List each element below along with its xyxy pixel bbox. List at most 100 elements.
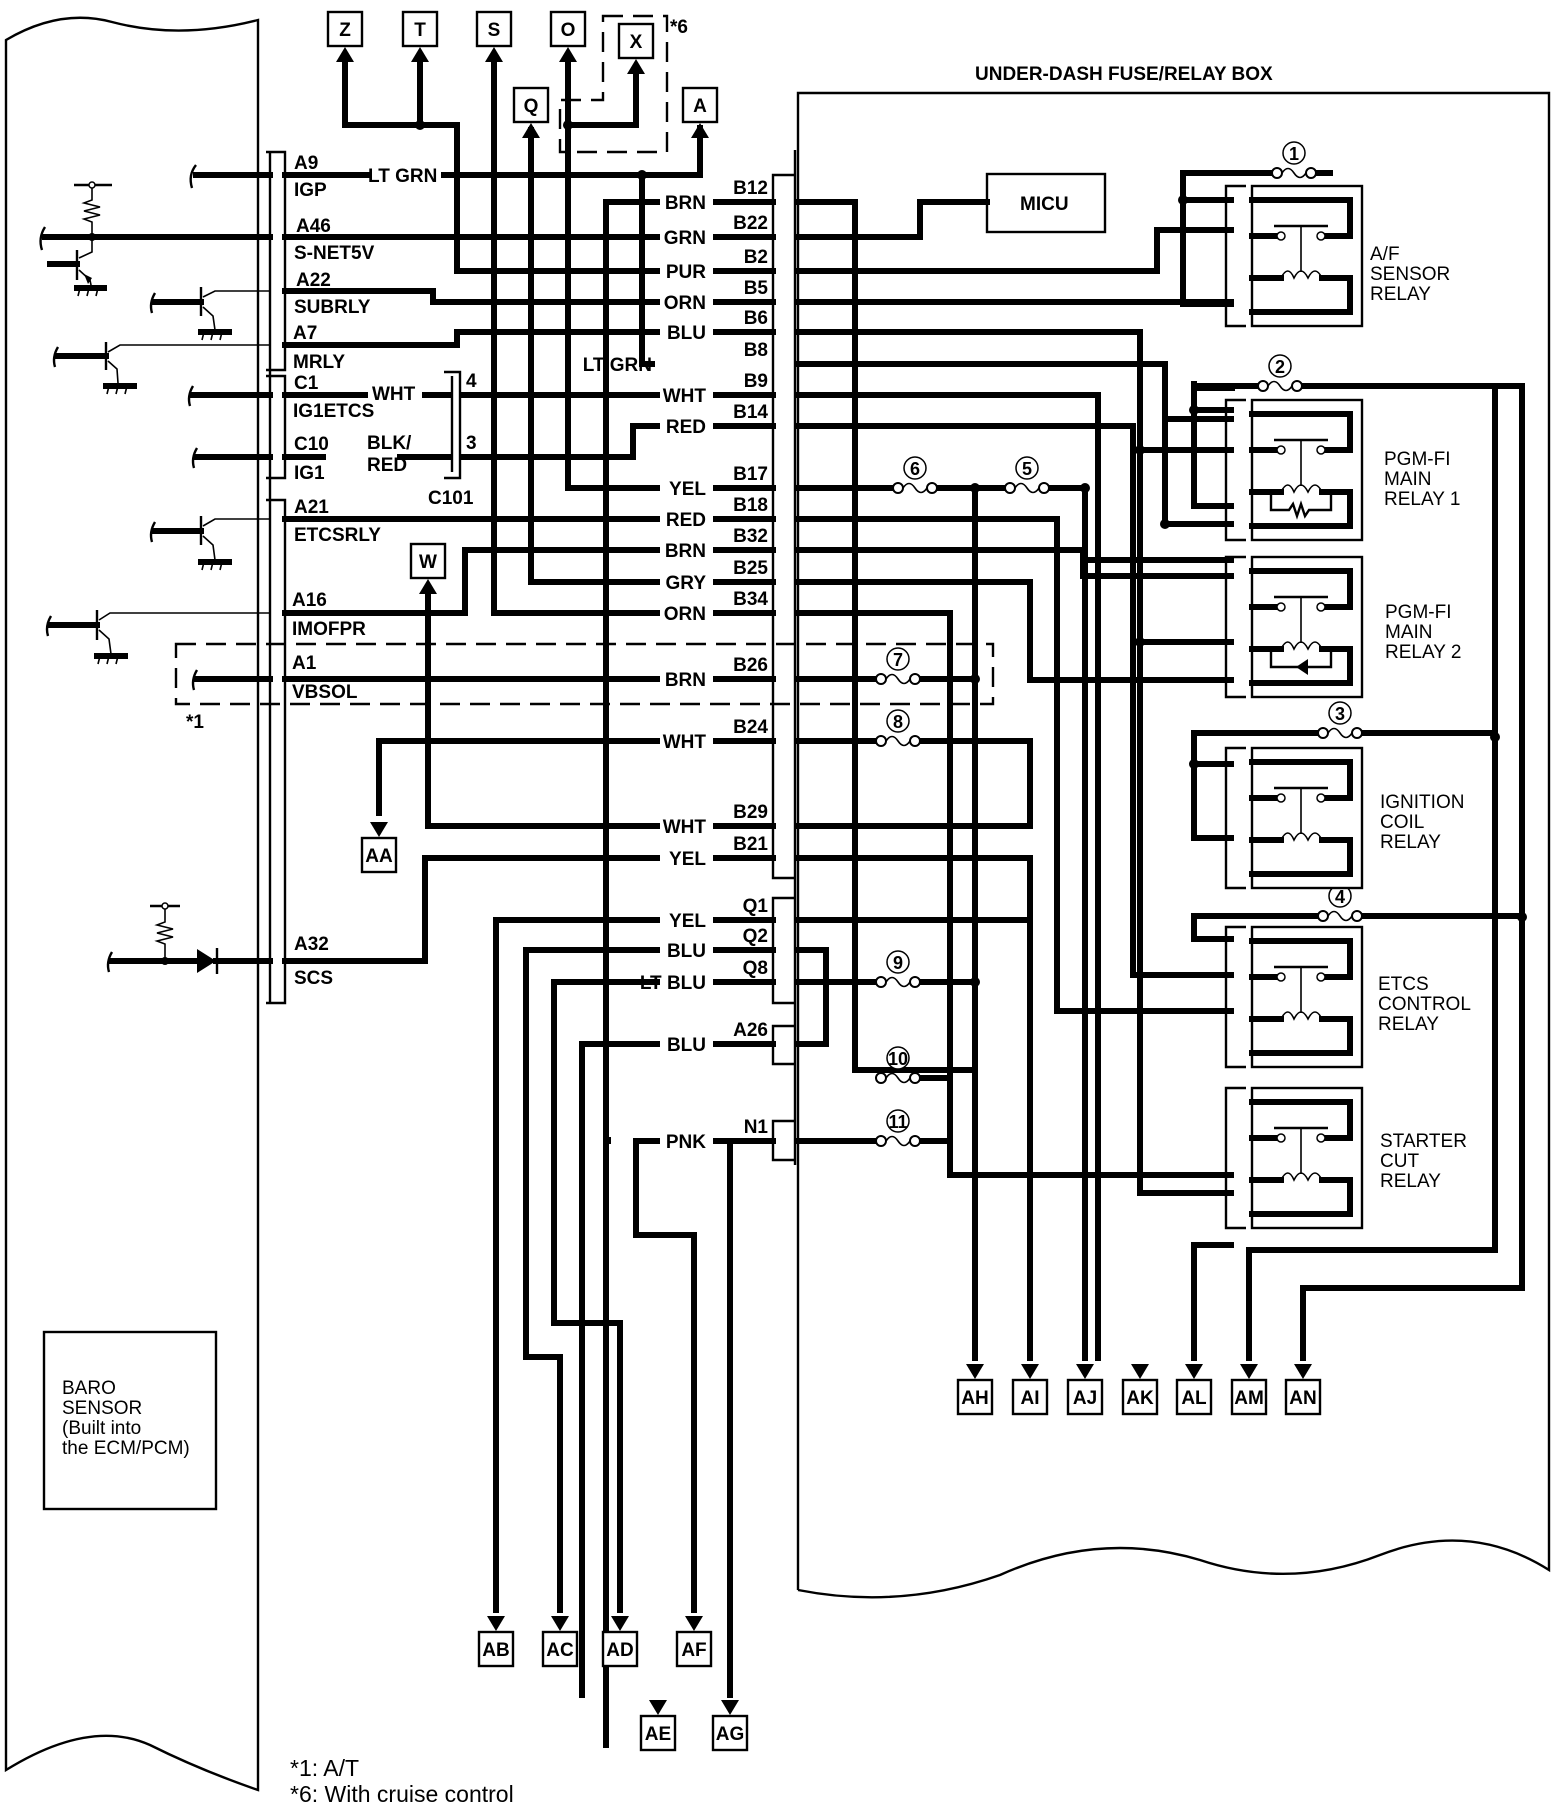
connector-box [549, 10, 587, 48]
arrow-icon [1185, 1364, 1203, 1379]
svg-text:RED: RED [367, 455, 407, 476]
relay-coil-wire [1249, 1177, 1353, 1217]
fuse-number-circle [886, 950, 910, 974]
fuse-terminal [1038, 482, 1050, 494]
pin-label: B9 [744, 371, 768, 392]
connector-ai: AI [1011, 1364, 1049, 1416]
connector-box [681, 86, 719, 124]
wire-color-label: RED [666, 417, 706, 438]
fuse-terminal [1305, 167, 1317, 179]
connector-box [477, 1630, 515, 1668]
fuse-4: 4 [1317, 884, 1363, 922]
connector-s: S [475, 10, 513, 62]
relay-label: RELAY [1378, 1014, 1439, 1035]
svg-text:C101: C101 [428, 488, 474, 509]
connector-label: AB [482, 1640, 509, 1661]
fusebox-pin-labels: B12B22B2B5B6B8B9B14B17B18B32B25B34B26B24… [733, 178, 768, 1138]
arrow-icon [485, 47, 503, 62]
fuse-number: 8 [893, 712, 903, 732]
wire-color-label: BRN [665, 541, 706, 562]
cruise-control-group [558, 14, 669, 154]
wire-color-label: WHT [663, 386, 707, 407]
wire-color-label: PUR [666, 262, 706, 283]
connector-label: AL [1181, 1388, 1207, 1409]
arrow-icon [1076, 1364, 1094, 1379]
pin-label: B17 [733, 464, 768, 485]
baro-line-2: SENSOR [62, 1398, 142, 1419]
pin-label: B6 [744, 308, 768, 329]
svg-text:A32: A32 [294, 934, 329, 955]
relay-body [1250, 184, 1364, 328]
relay-contact-wire [1249, 197, 1353, 239]
fuse-number-circle [886, 709, 910, 733]
fuse-11: 11 [875, 1109, 921, 1147]
connector-box [601, 1630, 639, 1668]
connector-aa: AA [360, 822, 398, 874]
connector-ak: AK [1121, 1364, 1159, 1416]
fuse-element [885, 1072, 911, 1084]
arrow-icon [559, 47, 577, 62]
pin-label: B14 [733, 402, 768, 423]
pin-label: B26 [733, 655, 768, 676]
ecm-internal-circuits [39, 164, 273, 974]
relay-contact [1276, 602, 1286, 612]
connector-box [711, 1714, 749, 1752]
svg-text:A46: A46 [296, 216, 331, 237]
fuse-number-circle [886, 647, 910, 671]
relay-contact-wire [1249, 568, 1353, 610]
micu-label: MICU [1020, 194, 1069, 215]
connector-ae: AE [639, 1700, 677, 1752]
fuse-terminal [875, 1072, 887, 1084]
pin-label: B18 [733, 495, 768, 516]
fuse-terminal [1317, 910, 1329, 922]
fuse-terminal [909, 673, 921, 685]
fuse-2: 2 [1257, 354, 1303, 392]
relay-contact [1316, 793, 1326, 803]
fusebox-connectors [771, 150, 797, 1165]
connector-box [675, 1630, 713, 1668]
relay-contact [1316, 602, 1326, 612]
connector-box [1230, 1378, 1268, 1416]
ecm-connector-a-upper [266, 150, 287, 372]
arrow-icon [685, 1616, 703, 1631]
relay-contact [1316, 445, 1326, 455]
connector-label: O [561, 20, 576, 41]
wire-color-label: YEL [669, 849, 706, 870]
at-group [174, 642, 995, 706]
relay-coil-wire [1249, 489, 1353, 529]
fuse-element [1327, 910, 1353, 922]
relay-body [1250, 398, 1364, 542]
fuse-element [1014, 482, 1040, 494]
fuse-1: 1 [1271, 141, 1317, 179]
arrow-icon [611, 1616, 629, 1631]
connector-label: AM [1234, 1388, 1264, 1409]
connector-box [1066, 1378, 1104, 1416]
connector-label: Q [524, 96, 539, 117]
relay-coil [1280, 484, 1323, 494]
fuse-terminal [909, 976, 921, 988]
c101-connector: 4 3 C101 [428, 370, 477, 509]
relay-contact [1316, 972, 1326, 982]
fuse-number: 1 [1289, 144, 1299, 164]
wire-color-label: BLU [667, 941, 706, 962]
connector-box [1175, 1378, 1213, 1416]
relay-coil [1280, 832, 1323, 842]
fuse-6: 6 [892, 456, 938, 494]
ecm-connector-c [266, 374, 287, 480]
fuse-terminal [1257, 380, 1269, 392]
connector-box [512, 86, 550, 124]
relay-label: PGM-FI [1385, 602, 1452, 623]
arrow-icon [336, 47, 354, 62]
connector-ab: AB [477, 1616, 515, 1668]
connector-box [326, 10, 364, 48]
svg-text:WHT: WHT [372, 384, 416, 405]
baro-line-3: (Built into [62, 1418, 141, 1439]
pin-label: B29 [733, 802, 768, 823]
svg-text:3: 3 [466, 433, 477, 454]
relay-coil [1280, 1011, 1323, 1021]
connector-box [401, 10, 439, 48]
relay-label: IGNITION [1380, 792, 1464, 813]
relay-label: CONTROL [1378, 994, 1471, 1015]
